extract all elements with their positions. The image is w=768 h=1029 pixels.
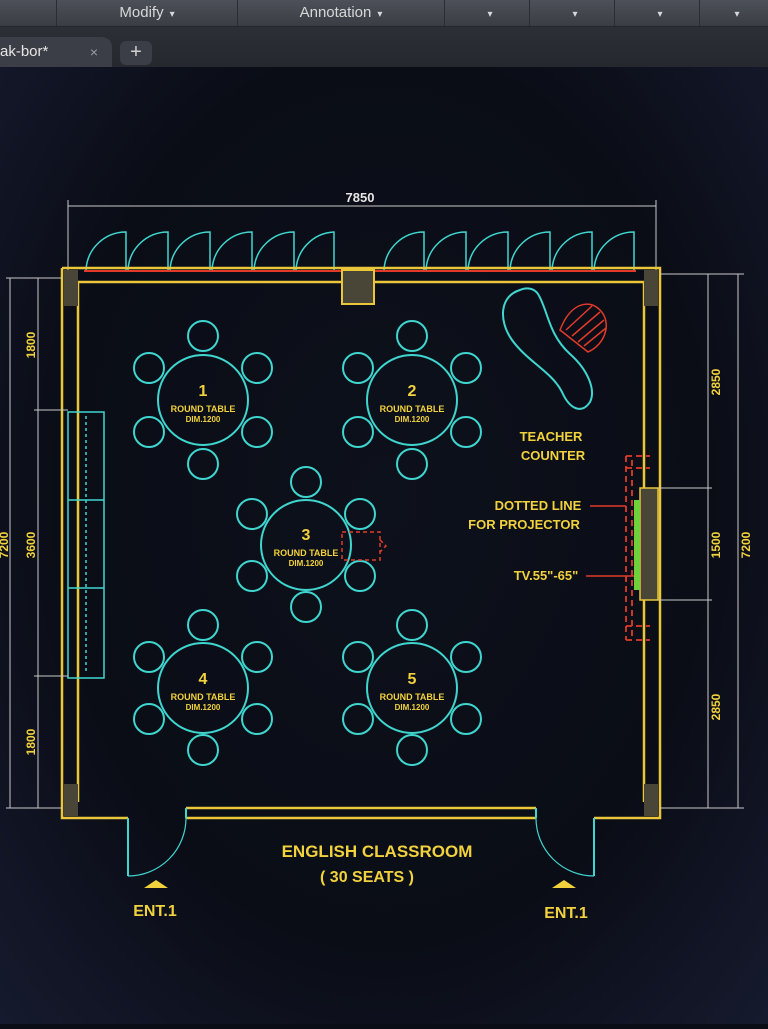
room-seats: ( 30 SEATS ) bbox=[320, 869, 414, 886]
bookshelf bbox=[67, 411, 105, 679]
chevron-down-icon: ▾ bbox=[572, 9, 578, 20]
table-2-number: 2 bbox=[408, 383, 417, 400]
table-4-number: 4 bbox=[199, 671, 208, 688]
chevron-down-icon: ▾ bbox=[734, 9, 740, 20]
tv-screen bbox=[634, 500, 640, 590]
corner-column bbox=[64, 784, 78, 816]
overall-width-text: 7850 bbox=[346, 190, 375, 205]
panel-dropdown-2[interactable]: ▾ bbox=[530, 0, 615, 26]
right-dim-total: 7200 bbox=[739, 531, 753, 558]
corner-column bbox=[644, 784, 658, 816]
menu-blank-left[interactable] bbox=[0, 0, 57, 26]
door-right bbox=[535, 808, 595, 877]
entrance-arrow-icon bbox=[552, 880, 576, 888]
table-4-dim: DIM.1200 bbox=[186, 703, 221, 712]
table-4-name: ROUND TABLE bbox=[171, 692, 236, 702]
top-dimension bbox=[67, 200, 657, 272]
table-1-number: 1 bbox=[199, 383, 208, 400]
chevron-down-icon: ▾ bbox=[487, 9, 493, 20]
file-tab-bar: ak-bor* × + bbox=[0, 27, 768, 67]
new-tab-button[interactable]: + bbox=[120, 41, 152, 65]
chevron-down-icon: ▾ bbox=[377, 9, 383, 20]
room-walls bbox=[60, 266, 662, 820]
file-tab-label: ak-bor* bbox=[0, 43, 49, 60]
teacher-chair-marker bbox=[341, 531, 388, 561]
projector-label-line-1: DOTTED LINE bbox=[495, 498, 582, 513]
projector-dotted-zone bbox=[625, 455, 650, 641]
left-dim-total: 7200 bbox=[0, 531, 11, 558]
panel-dropdown-1[interactable]: ▾ bbox=[445, 0, 530, 26]
entrance-label-right: ENT.1 bbox=[544, 905, 588, 922]
left-dim-middle: 3600 bbox=[24, 531, 38, 558]
teacher-chair bbox=[559, 303, 607, 353]
file-tab[interactable]: ak-bor* × bbox=[0, 37, 112, 67]
table-3-name: ROUND TABLE bbox=[274, 548, 339, 558]
projector-label-line-2: FOR PROJECTOR bbox=[468, 517, 580, 532]
corner-column bbox=[64, 270, 78, 306]
round-table-5 bbox=[342, 609, 482, 766]
tv-wall-niche bbox=[639, 487, 659, 601]
teacher-counter-desk bbox=[501, 287, 593, 410]
right-dimensions bbox=[656, 273, 744, 809]
panel-dropdown-3[interactable]: ▾ bbox=[615, 0, 700, 26]
chevron-down-icon: ▾ bbox=[657, 9, 663, 20]
window-openings bbox=[85, 231, 635, 271]
table-1-dim: DIM.1200 bbox=[186, 415, 221, 424]
annotation-menu[interactable]: Annotation ▾ bbox=[238, 0, 445, 26]
table-3-dim: DIM.1200 bbox=[289, 559, 324, 568]
round-table-2 bbox=[342, 320, 482, 480]
table-5-dim: DIM.1200 bbox=[395, 703, 430, 712]
drawing-canvas[interactable]: 7850 bbox=[0, 67, 768, 1024]
left-dim-top: 1800 bbox=[24, 331, 38, 358]
column bbox=[341, 269, 375, 305]
door-left bbox=[127, 808, 187, 877]
teacher-counter-line-2: COUNTER bbox=[521, 448, 586, 463]
round-table-1 bbox=[133, 320, 273, 480]
ribbon-toolbar: Modify ▾ Annotation ▾ ▾ ▾ ▾ ▾ bbox=[0, 0, 768, 27]
right-dim-middle: 1500 bbox=[709, 531, 723, 558]
round-table-3 bbox=[236, 466, 376, 623]
table-5-name: ROUND TABLE bbox=[380, 692, 445, 702]
round-table-4 bbox=[133, 609, 273, 766]
annotation-menu-label: Annotation bbox=[299, 4, 372, 21]
entrance-arrow-icon bbox=[144, 880, 168, 888]
right-dim-bottom: 2850 bbox=[709, 693, 723, 720]
right-dim-top: 2850 bbox=[709, 368, 723, 395]
table-2-dim: DIM.1200 bbox=[395, 415, 430, 424]
table-5-number: 5 bbox=[408, 671, 417, 688]
room-title: ENGLISH CLASSROOM bbox=[282, 842, 473, 861]
table-2-name: ROUND TABLE bbox=[380, 404, 445, 414]
chevron-down-icon: ▾ bbox=[169, 9, 175, 20]
panel-dropdown-4[interactable]: ▾ bbox=[700, 0, 768, 26]
tv-label: TV.55"-65" bbox=[514, 568, 579, 583]
table-3-number: 3 bbox=[302, 527, 311, 544]
modify-menu[interactable]: Modify ▾ bbox=[57, 0, 238, 26]
teacher-counter-line-1: TEACHER bbox=[520, 429, 583, 444]
modify-menu-label: Modify bbox=[119, 4, 164, 21]
left-dim-bottom: 1800 bbox=[24, 728, 38, 755]
entrance-label-left: ENT.1 bbox=[133, 903, 177, 920]
left-dimensions bbox=[6, 277, 68, 809]
floor-plan: 7850 bbox=[0, 190, 753, 922]
corner-column bbox=[644, 270, 658, 306]
close-icon[interactable]: × bbox=[89, 44, 98, 60]
table-1-name: ROUND TABLE bbox=[171, 404, 236, 414]
